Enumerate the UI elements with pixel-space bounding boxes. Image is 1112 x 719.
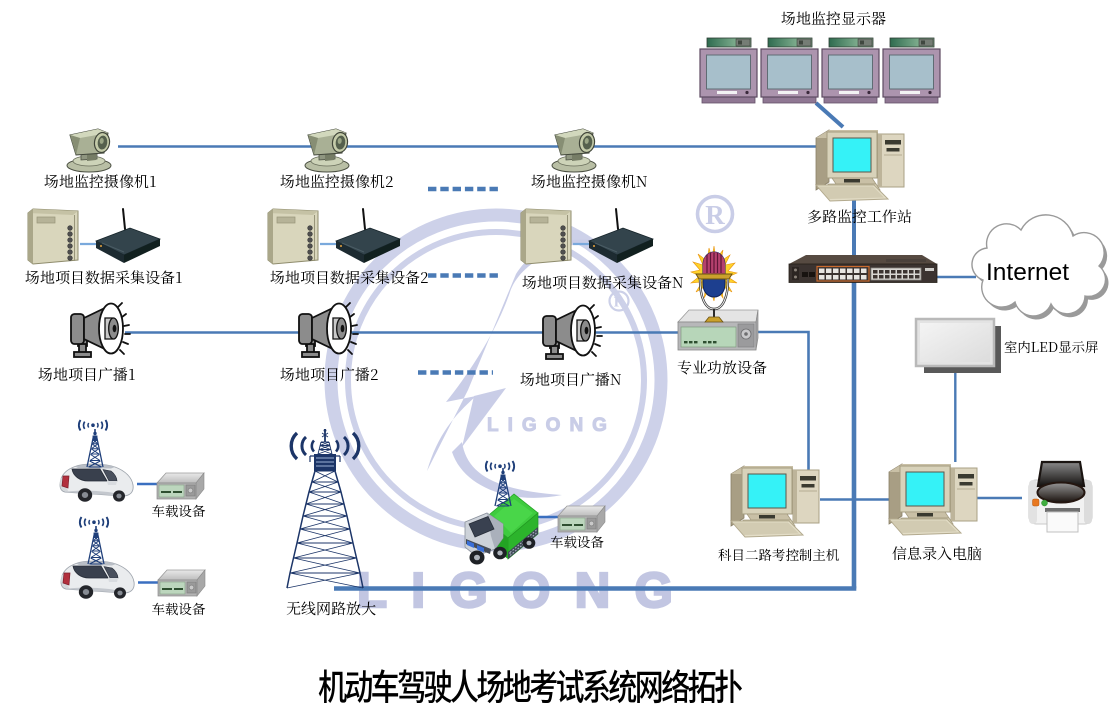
- svg-text:R: R: [614, 295, 625, 311]
- svg-text:R: R: [705, 200, 725, 230]
- svg-text:LIGONG: LIGONG: [357, 564, 697, 618]
- svg-text:LIGONG: LIGONG: [487, 415, 616, 436]
